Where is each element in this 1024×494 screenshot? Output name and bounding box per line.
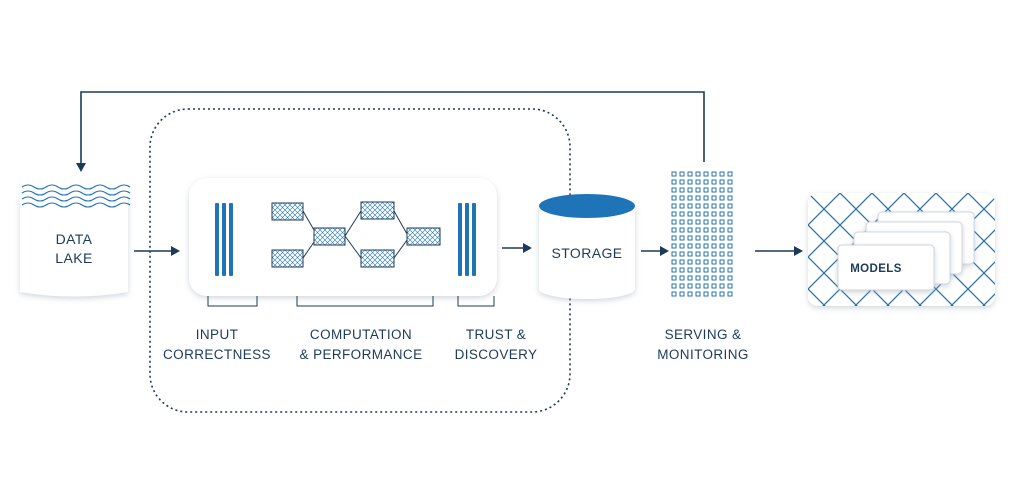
database-icon [539, 206, 635, 299]
serving-label-line2: MONITORING [657, 347, 749, 362]
graph-node [360, 201, 395, 220]
trust-label-line1: TRUST & [466, 327, 526, 342]
graph-node [271, 202, 304, 221]
input-label-line1: INPUT [196, 327, 239, 342]
trust-bars-icon [458, 203, 476, 276]
graph-node [406, 227, 441, 246]
graph-node [360, 249, 395, 268]
data-lake-node: DATA LAKE [20, 184, 131, 297]
wave-icon [21, 184, 131, 208]
computation-graph-icon [271, 201, 441, 268]
graph-node [313, 227, 346, 246]
storage-node: STORAGE [539, 194, 635, 299]
input-label-line2: CORRECTNESS [163, 347, 271, 362]
stack-icon [837, 211, 975, 291]
computation-label-line1: COMPUTATION [310, 327, 412, 342]
data-lake-label-line2: LAKE [55, 250, 92, 266]
models-label: MODELS [850, 263, 902, 275]
data-lake-label-line1: DATA [56, 231, 93, 247]
serving-label-line1: SERVING & [665, 327, 742, 342]
models-node: MODELS [808, 193, 995, 306]
trust-label-line2: DISCOVERY [455, 347, 538, 362]
computation-label-line2: & PERFORMANCE [300, 347, 423, 362]
processing-group [149, 108, 571, 413]
stage-brackets [207, 296, 495, 307]
feedback-arrow [76, 91, 705, 172]
storage-label: STORAGE [551, 245, 622, 261]
processing-card [189, 178, 497, 296]
serving-grid-icon [671, 171, 735, 297]
input-bars-icon [215, 203, 233, 276]
graph-node [271, 249, 304, 268]
